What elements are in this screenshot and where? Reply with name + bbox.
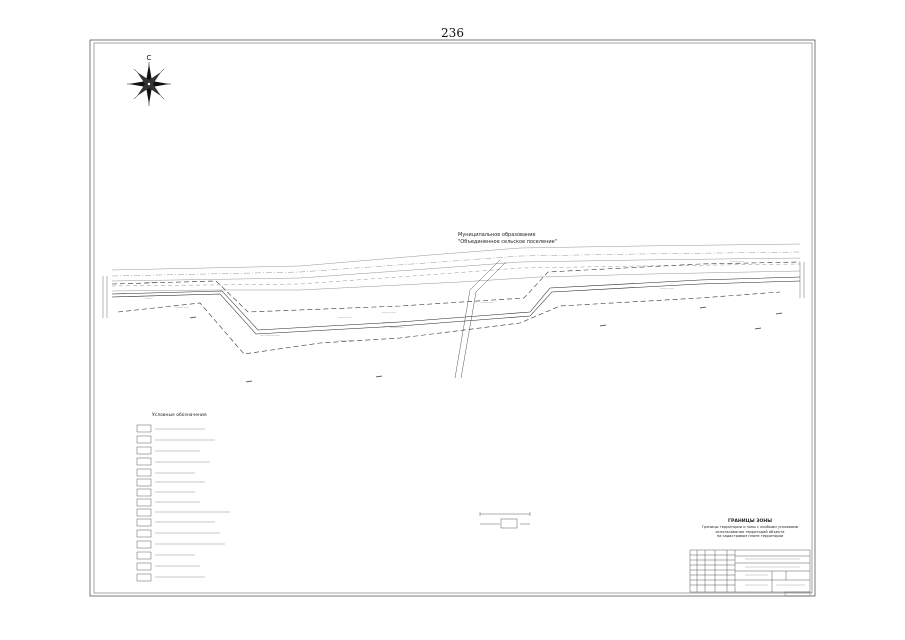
plan-title: ГРАНИЦЫ ЗОНЫ Границы территории и зоны с… bbox=[700, 519, 800, 539]
svg-text:——— ——: ——— —— bbox=[390, 326, 404, 329]
page-number: 236 bbox=[441, 26, 464, 40]
crossing-road bbox=[454, 259, 507, 379]
legend-boxes bbox=[136, 424, 152, 582]
svg-text:——— ——: ——— —— bbox=[338, 339, 352, 342]
svg-text:—— ——— ——: —— ——— —— bbox=[260, 334, 280, 337]
side-marks bbox=[102, 262, 805, 318]
svg-text:——— ——: ——— —— bbox=[338, 316, 352, 319]
title-block-text-lines bbox=[745, 558, 805, 586]
title-block bbox=[689, 549, 811, 593]
cadastral-annotations: ——— —— ——— ——— —— —— ——— —— ——— —— ——— —… bbox=[145, 260, 744, 342]
zone-boundaries bbox=[111, 261, 801, 355]
svg-text:——— ——: ——— —— bbox=[660, 287, 674, 290]
plan-title-heading: ГРАНИЦЫ ЗОНЫ bbox=[728, 519, 772, 524]
plan-title-line-1: Границы территории и зоны с особыми усло… bbox=[701, 524, 799, 529]
svg-text:——— ——: ——— —— bbox=[382, 311, 396, 314]
inner-frame bbox=[93, 42, 813, 594]
municipality-label: Муниципальное образование "Объединенное … bbox=[458, 232, 557, 246]
svg-text:——— ——: ——— —— bbox=[480, 301, 494, 304]
dash-marks bbox=[189, 306, 783, 383]
compass-icon bbox=[127, 62, 171, 106]
plan-title-line-3: на кадастровом плане территории bbox=[716, 534, 784, 539]
svg-text:——— ——: ——— —— bbox=[145, 281, 159, 284]
scale-bar bbox=[479, 512, 531, 529]
outer-frame bbox=[89, 39, 816, 597]
sheet-corner-stamp bbox=[784, 591, 811, 597]
svg-text:——— ——: ——— —— bbox=[730, 260, 744, 263]
svg-text:——— ——: ——— —— bbox=[175, 306, 189, 309]
compass-north-label: С bbox=[147, 54, 152, 62]
legend-text-lines bbox=[155, 428, 230, 578]
municipality-line-1: Муниципальное образование bbox=[458, 232, 536, 238]
svg-text:———: ——— bbox=[145, 297, 153, 300]
municipality-line-2: "Объединенное сельское поселение" bbox=[458, 239, 558, 245]
plan-title-line-2: использования территорий объекта bbox=[715, 529, 785, 534]
pipeline-corridor bbox=[111, 276, 801, 335]
legend-title: Условные обозначения bbox=[152, 413, 207, 418]
